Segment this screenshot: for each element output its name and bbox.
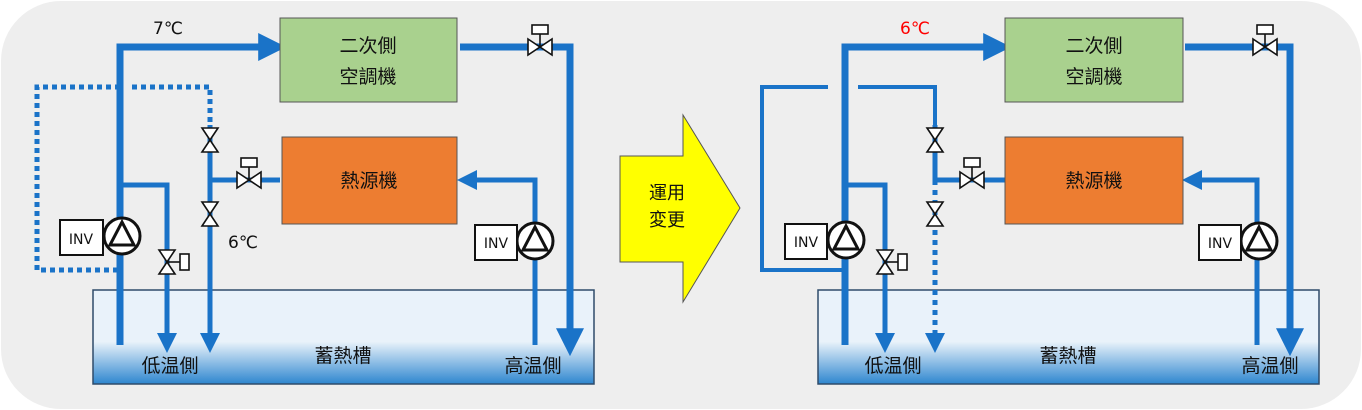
left-bypass-dotted-pipe-2 [132,84,213,125]
right-supply-pump [826,220,866,260]
left-motor-valve-low-branch [157,249,190,275]
left-secondary-unit-label-line2: 空調機 [339,66,396,88]
left-mixed-temp-label: 6℃ [228,233,258,253]
left-inv-label-1: INV [69,232,94,248]
right-heat-source-inlet-pipe [1182,170,1260,345]
left-low-branch-pipe [120,182,177,353]
right-inv-label-1: INV [794,235,819,251]
right-secondary-air-handler [1004,17,1184,103]
right-heat-source-pump [1239,221,1279,261]
right-tank-label: 蓄熱槽 [1039,345,1096,367]
right-inv-box-2: INV [1198,224,1242,261]
left-diagram: 蓄熱槽 低温側 高温側 二次側 空調機 熱源機 7℃ 6℃ [34,17,595,385]
left-heat-source-label: 熱源機 [340,170,397,192]
right-motor-valve-low-branch [875,249,908,275]
right-storage-tank [817,289,1320,385]
right-motor-valve-heat-source [959,157,985,190]
right-low-side-label: 低温側 [864,355,921,377]
left-return-pipe [460,43,584,357]
arrow-label-line1: 運用 [649,183,685,204]
right-inv-box-1: INV [784,223,828,260]
left-valve-bypass [200,127,220,153]
left-bypass-dotted-pipe [34,84,118,273]
left-supply-pump [102,216,142,256]
left-heat-source-pump [515,221,555,261]
left-valve-outlet [200,201,220,227]
right-motor-valve-return [1252,24,1278,57]
operation-change-arrow: 運用 変更 [619,113,741,304]
arrow-label-line2: 変更 [649,210,685,231]
left-supply-temp-label: 7℃ [153,19,183,39]
right-heat-source-label: 熱源機 [1065,170,1122,192]
right-bypass-pipe-2 [858,85,937,125]
left-tank-label: 蓄熱槽 [314,345,371,367]
right-high-side-label: 高温側 [1241,355,1298,377]
left-secondary-unit-label-line1: 二次側 [339,35,396,57]
left-secondary-air-handler [279,17,458,103]
right-low-branch-pipe [845,182,895,353]
right-supply-temp-label: 6℃ [900,19,930,39]
right-return-pipe [1185,43,1304,357]
right-heat-source-unit [1004,136,1184,225]
left-motor-valve-heat-source [236,157,262,190]
left-heat-source-inlet-pipe [457,170,538,345]
right-inv-label-2: INV [1208,236,1233,252]
left-motor-valve-return [527,24,553,57]
right-secondary-unit-label-line2: 空調機 [1065,66,1122,88]
right-valve-outlet [925,201,945,227]
right-bypass-pipe [760,85,843,272]
left-inv-box-2: INV [474,224,518,261]
left-heat-source-unit [281,136,458,225]
left-high-side-label: 高温側 [504,355,561,377]
right-diagram: 蓄熱槽 低温側 高温側 二次側 空調機 熱源機 6℃ [760,17,1320,385]
left-low-side-label: 低温側 [141,355,198,377]
left-inv-box-1: INV [59,219,104,256]
right-secondary-unit-label-line1: 二次側 [1065,35,1122,57]
left-inv-label-2: INV [484,236,509,252]
right-valve-bypass [925,127,945,153]
